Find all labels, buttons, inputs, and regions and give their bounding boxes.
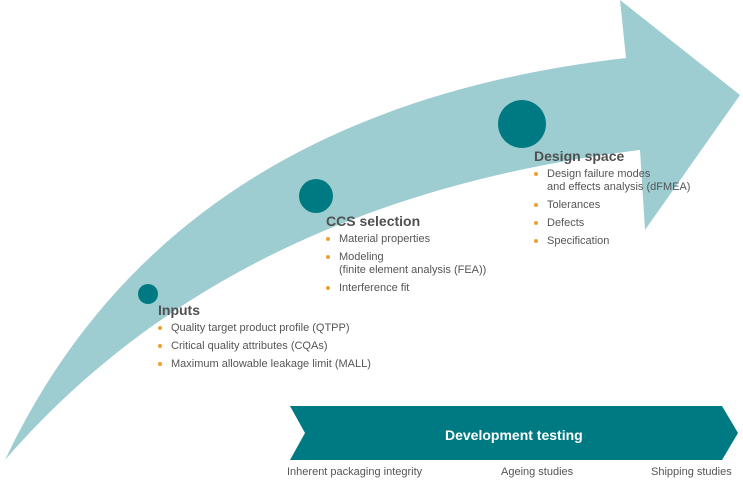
inputs-title: Inputs <box>158 302 200 318</box>
list-item: Tolerances <box>534 199 690 212</box>
bullet-icon <box>326 237 330 241</box>
curved-arrow-shape <box>5 0 740 460</box>
list-item: Interference fit <box>326 282 486 295</box>
list-item: Critical quality attributes (CQAs) <box>158 340 371 353</box>
list-item: Modeling (finite element analysis (FEA)) <box>326 251 486 277</box>
ccs-title: CCS selection <box>326 213 421 229</box>
list-item: Design failure modes and effects analysi… <box>534 168 690 194</box>
list-item: Defects <box>534 217 690 230</box>
bullet-icon <box>534 203 538 207</box>
bullet-icon <box>534 221 538 225</box>
inputs-section: Inputs Quality target product profile (Q… <box>158 302 371 376</box>
development-testing-chevron <box>290 406 738 460</box>
testing-label-ageing: Ageing studies <box>501 466 574 478</box>
ccs-section: CCS selection Material properties Modeli… <box>326 213 486 300</box>
testing-label-inherent: Inherent packaging integrity <box>287 466 423 478</box>
bullet-icon <box>158 362 162 366</box>
ccs-milestone-circle <box>299 179 333 213</box>
bullet-icon <box>158 326 162 330</box>
design-milestone-circle <box>498 100 546 148</box>
list-item: Material properties <box>326 233 486 246</box>
bullet-icon <box>326 255 330 259</box>
bullet-icon <box>534 172 538 176</box>
list-item: Specification <box>534 235 690 248</box>
bullet-icon <box>534 239 538 243</box>
development-testing-title: Development testing <box>445 427 583 443</box>
bullet-icon <box>326 286 330 290</box>
list-item: Maximum allowable leakage limit (MALL) <box>158 358 371 371</box>
design-space-section: Design space Design failure modes and ef… <box>534 148 690 253</box>
list-item: Quality target product profile (QTPP) <box>158 322 371 335</box>
bullet-icon <box>158 344 162 348</box>
testing-label-shipping: Shipping studies <box>651 466 732 478</box>
design-space-title: Design space <box>534 148 625 164</box>
inputs-milestone-circle <box>138 284 158 304</box>
